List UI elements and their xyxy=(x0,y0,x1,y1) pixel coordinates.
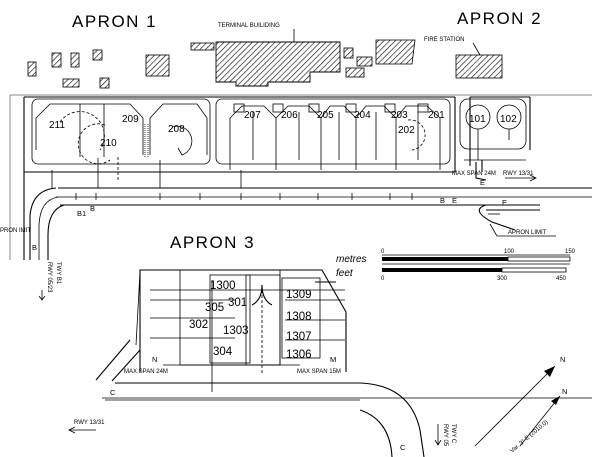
stand-label: 301 xyxy=(228,297,247,309)
stand-label: 1307 xyxy=(286,331,312,343)
taxiway-letter: E xyxy=(452,196,457,205)
taxiway-letter: M xyxy=(330,355,336,364)
stand-label: 102 xyxy=(500,114,517,125)
rwy-13-31-label: RWY 13/31 xyxy=(503,171,534,177)
apron-1-stand-areas xyxy=(31,98,451,180)
apron-3-max-span-24m: MAX SPAN 24M xyxy=(124,369,168,375)
stand-label: 208 xyxy=(168,124,185,135)
scale-tick: 100 xyxy=(504,249,515,255)
taxiway-network xyxy=(29,158,592,260)
true-north-label: N xyxy=(560,355,565,364)
taxiway-letter: B xyxy=(90,204,95,213)
stand-label: 210 xyxy=(100,138,117,149)
taxiway-letter: E xyxy=(502,198,507,207)
buildings xyxy=(27,39,503,89)
stand-label: 209 xyxy=(122,114,139,125)
stand-label: 305 xyxy=(205,302,224,314)
stand-label: 202 xyxy=(398,125,415,136)
rwy-05-label: RWY 05 xyxy=(442,424,448,447)
apron-2-title: APRON 2 xyxy=(457,9,542,28)
stand-label: 1308 xyxy=(286,311,312,323)
stand-label: 1303 xyxy=(223,325,249,337)
stand-label: 205 xyxy=(317,110,334,121)
apron-3-area xyxy=(95,269,592,457)
stand-label: 206 xyxy=(281,110,298,121)
taxiway-letter: E xyxy=(480,178,485,187)
stand-label: 101 xyxy=(469,114,486,125)
stand-label: 1306 xyxy=(286,349,312,361)
taxiway-letters: B B B1 E E N M C C B E xyxy=(32,178,507,452)
scale-tick: 0 xyxy=(381,249,385,255)
stand-label: 201 xyxy=(428,110,445,121)
stand-label: 207 xyxy=(244,110,261,121)
twy-c-label: TWY C xyxy=(450,424,456,444)
magnetic-north-label: N xyxy=(562,387,567,396)
taxiway-letter: B1 xyxy=(77,209,86,218)
taxiway-letter: C xyxy=(400,443,406,452)
apron-1-2-boundary xyxy=(9,94,592,260)
apron-limit-left-label: PRON IMIT xyxy=(0,228,31,234)
taxiway-letter: B xyxy=(32,243,37,252)
rwy-05-23-label: RWY 05/23 xyxy=(46,262,52,293)
fire-station-label: FIRE STATION xyxy=(424,37,464,43)
stand-label: 1309 xyxy=(286,289,312,301)
fire-station: FIRE STATION xyxy=(424,37,481,56)
max-span-24m-label: MAX SPAN 24M xyxy=(452,171,496,177)
stand-label: 203 xyxy=(391,110,408,121)
scale-tick: 0 xyxy=(381,276,385,282)
scale-feet-label: feet xyxy=(336,268,354,279)
apron-limit-label: APRON LIMIT xyxy=(508,230,547,236)
stand-label: 304 xyxy=(213,346,233,358)
stand-label: 302 xyxy=(189,319,208,331)
scale-tick: 450 xyxy=(556,276,567,282)
apron-2-stand-areas xyxy=(459,98,527,181)
apron-3-max-span-15m: MAX SPAN 15M xyxy=(297,369,341,375)
variation-label: Var. 3° E (2010.0) xyxy=(509,420,549,455)
scale-tick: 150 xyxy=(565,249,576,255)
terminal-building: TERMINAL BUILIDING xyxy=(215,23,341,87)
apron-3-title: APRON 3 xyxy=(170,233,255,252)
taxiway-letter: N xyxy=(152,355,157,364)
rwy-13-31-bottom: RWY 13/31 xyxy=(74,420,105,426)
taxiway-letter: B xyxy=(440,196,445,205)
taxiway-markers xyxy=(75,193,413,200)
apron-1-stand-labels: 211 209 210 208 207 206 205 204 203 202 … xyxy=(49,110,517,149)
apron-3-stand-labels: 1300 301 305 302 1303 304 1309 1308 1307… xyxy=(189,280,312,361)
north-arrow: N N Var. 3° E (2010.0) xyxy=(474,355,567,455)
stand-label: 1300 xyxy=(210,280,236,292)
scale-tick: 300 xyxy=(497,276,508,282)
twy-b1-label: TWY B1 xyxy=(55,262,61,285)
scale-bar: metres feet 0 100 150 0 300 450 xyxy=(336,249,576,282)
taxiway-letter: C xyxy=(110,388,116,397)
terminal-building-label: TERMINAL BUILIDING xyxy=(218,23,280,29)
stand-label: 204 xyxy=(354,110,371,121)
apron-1-title: APRON 1 xyxy=(72,12,157,31)
scale-metres-label: metres xyxy=(336,254,367,265)
stand-label: 211 xyxy=(49,120,65,131)
